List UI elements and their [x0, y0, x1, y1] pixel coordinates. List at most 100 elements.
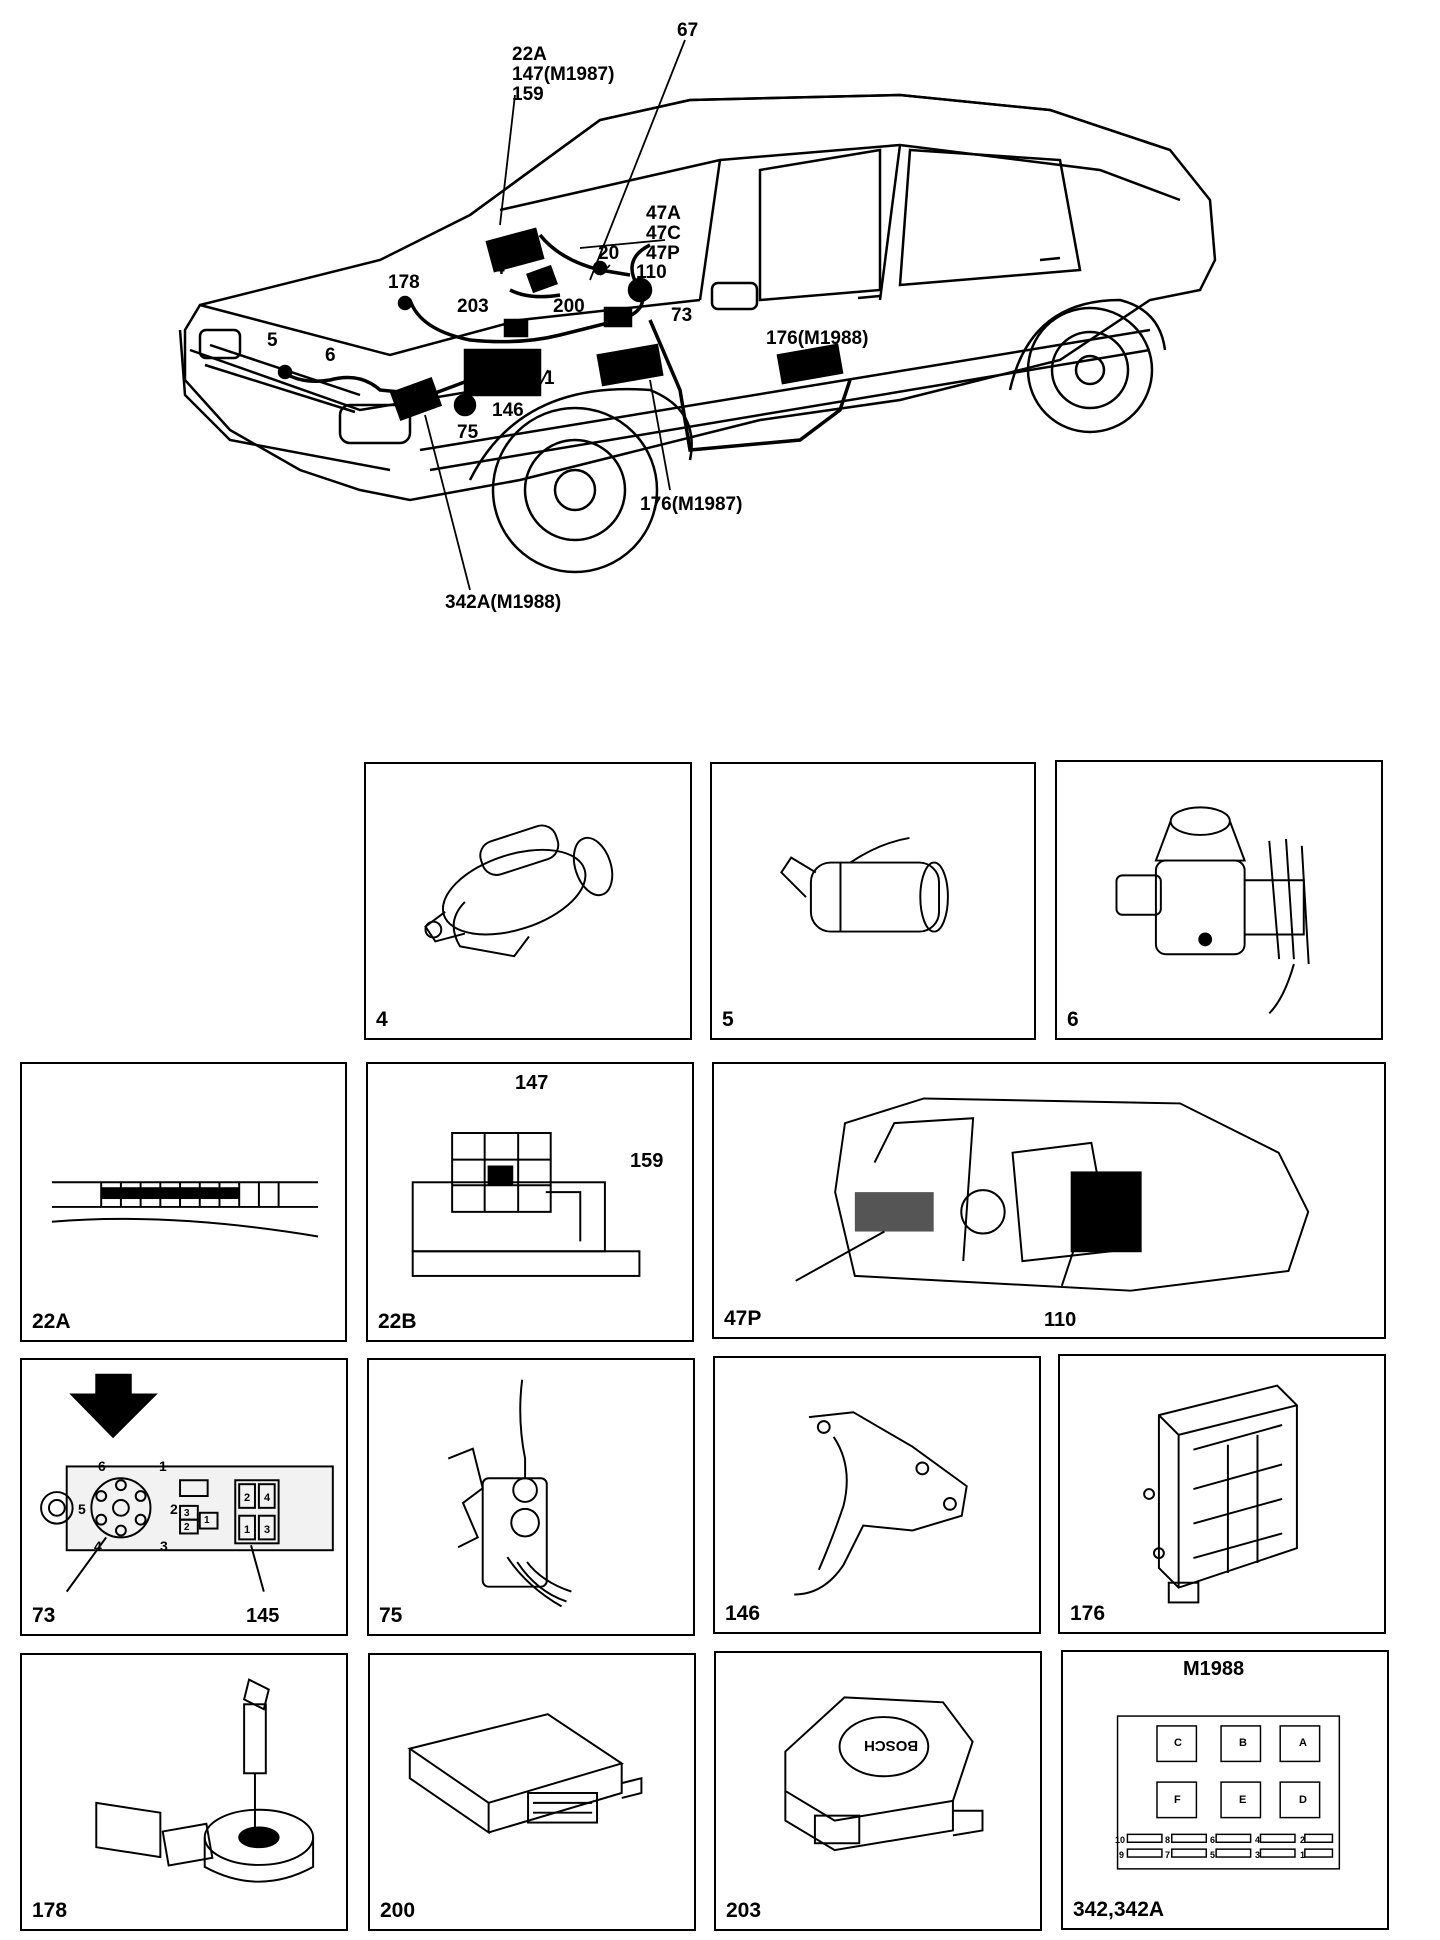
callout-176-m1988: 176(M1988) [766, 328, 869, 349]
callout-73: 73 [671, 305, 693, 326]
callout-4: 4 [494, 258, 505, 279]
fuse-num-4: 4 [1255, 1835, 1261, 1845]
fuse-num-7: 7 [1165, 1850, 1171, 1860]
fuse-b: B [1239, 1737, 1247, 1749]
panel-gasket-146: 146 [713, 1356, 1041, 1634]
connector-pin-1: 1 [159, 1458, 167, 1474]
callout-147: 147 [515, 1072, 549, 1094]
fuse-box-drawing [1116, 1715, 1341, 1870]
panel-fuse-strip-22a: 22A [20, 1062, 347, 1342]
callout-159: 159 [630, 1150, 664, 1172]
instrument-cluster-drawing [795, 1097, 1310, 1292]
connector-pin-5: 5 [78, 1501, 86, 1517]
callout-110: 110 [1044, 1309, 1077, 1331]
control-unit-drawing [1143, 1384, 1298, 1604]
panel-sensor-75: 75 [367, 1358, 695, 1636]
fuse-num-1: 1 [1300, 1850, 1306, 1860]
relay-left-2: 2 [184, 1522, 190, 1533]
panel-caption: 22B [378, 1310, 417, 1333]
panel-caption: 6 [1067, 1008, 1079, 1031]
relay-left-1: 1 [204, 1515, 210, 1526]
fuse-num-2: 2 [1300, 1835, 1306, 1845]
panel-caption: 5 [722, 1008, 734, 1031]
panel-caption: 146 [725, 1602, 761, 1625]
connector-pin-4: 4 [94, 1538, 102, 1554]
panel-knock-sensor-178: 178 [20, 1653, 348, 1931]
panel-ecu-200: 200 [368, 1653, 696, 1931]
callout-47a: 47A [646, 203, 681, 224]
callout-75: 75 [457, 422, 479, 443]
ecu-drawing [407, 1713, 643, 1835]
panel-caption: 178 [32, 1899, 68, 1922]
callout-47p: 47P [646, 243, 680, 264]
fuse-strip-drawing [51, 1181, 319, 1238]
panel-caption: 200 [380, 1899, 416, 1922]
valve-drawing [1115, 806, 1310, 1015]
relay-right-1: 1 [244, 1524, 251, 1536]
panel-fuse-box-342: M1988 C B A F E D 10 8 6 4 2 9 7 5 3 1 3… [1061, 1650, 1389, 1930]
panel-title: M1988 [1183, 1658, 1245, 1680]
sensor-bracket-drawing [447, 1379, 572, 1608]
fuse-num-3: 3 [1255, 1850, 1261, 1860]
panel-relay-box-22b: 147 159 22B [366, 1062, 694, 1342]
panel-caption: 22A [32, 1310, 71, 1333]
callout-5: 5 [267, 330, 278, 351]
panel-caption: 342,342A [1073, 1898, 1165, 1921]
callout-147-m1987: 147(M1987) [512, 64, 615, 85]
callout-200: 200 [553, 296, 585, 317]
callout-342a-m1988: 342A(M1988) [445, 592, 562, 613]
panel-caption: 75 [379, 1604, 403, 1627]
relay-right-2: 2 [244, 1492, 251, 1504]
car-overview-illustration [178, 39, 1217, 591]
callout-47c: 47C [646, 223, 681, 244]
connector-pin-3: 3 [160, 1538, 168, 1554]
fuse-num-8: 8 [1165, 1835, 1171, 1845]
panel-starter-motor: 4 [364, 762, 692, 1040]
callout-110: 110 [636, 262, 667, 283]
fuse-e: E [1239, 1794, 1247, 1806]
panel-caption: 47P [724, 1307, 762, 1330]
callout-1: 1 [544, 368, 555, 389]
panel-instrument-cluster: 110 47P [712, 1062, 1386, 1339]
brand-label: BOSCH [864, 1737, 919, 1754]
callout-145: 145 [246, 1605, 280, 1627]
panel-connector-73: 1 6 5 2 4 3 145 73 [20, 1358, 348, 1636]
callout-146: 146 [492, 400, 524, 421]
fuse-d: D [1299, 1794, 1307, 1806]
connector-plate-drawing [40, 1373, 334, 1593]
gasket-drawing [794, 1411, 968, 1596]
fuse-num-6: 6 [1210, 1835, 1216, 1845]
fuse-num-5: 5 [1210, 1850, 1216, 1860]
fuse-f: F [1174, 1794, 1181, 1806]
callout-159: 159 [512, 84, 544, 105]
callout-203: 203 [457, 296, 489, 317]
relay-box-drawing [411, 1132, 641, 1277]
callout-6: 6 [325, 345, 336, 366]
panel-caption: 73 [32, 1604, 56, 1627]
connector-pin-6: 6 [98, 1458, 106, 1474]
fuse-a: A [1299, 1737, 1307, 1749]
relay-left-3: 3 [184, 1508, 190, 1519]
fuse-num-9: 9 [1119, 1850, 1125, 1860]
relay-right-4: 4 [264, 1492, 271, 1504]
panel-control-unit-176: 176 [1058, 1354, 1386, 1634]
callout-176-m1987: 176(M1987) [640, 494, 743, 515]
callout-20: 20 [598, 243, 620, 264]
relay-right-3: 3 [264, 1524, 271, 1536]
callout-67: 67 [677, 20, 699, 41]
starter-motor-drawing [424, 824, 614, 958]
connector-pin-2: 2 [170, 1501, 178, 1517]
panel-caption: 4 [376, 1008, 388, 1031]
throttle-sensor-drawing [784, 1696, 984, 1852]
callout-22a: 22A [512, 44, 547, 65]
panel-caption: 203 [726, 1899, 762, 1922]
panel-throttle-sensor-203: BOSCH 203 [714, 1651, 1042, 1931]
fuse-num-10: 10 [1115, 1835, 1126, 1845]
panel-valve: 6 [1055, 760, 1383, 1040]
callout-178: 178 [388, 272, 420, 293]
panel-horn: 5 [710, 762, 1036, 1040]
panel-caption: 176 [1070, 1602, 1106, 1625]
fuse-c: C [1174, 1737, 1182, 1749]
knock-sensor-drawing [95, 1678, 315, 1883]
horn-drawing [780, 836, 949, 933]
